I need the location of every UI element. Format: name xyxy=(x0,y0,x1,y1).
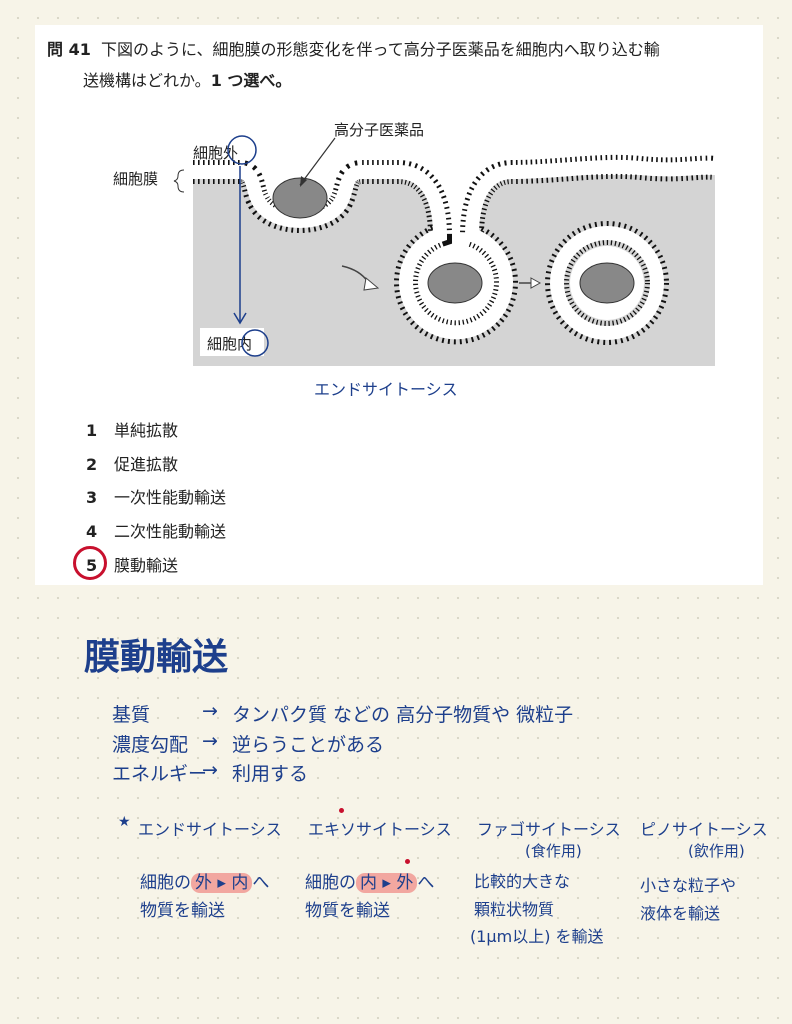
body-text: 細胞の xyxy=(140,873,191,893)
circle-mark xyxy=(227,135,257,165)
highlight: 外 ▸ 内 xyxy=(191,873,253,893)
type-title: ファゴサイトーシス xyxy=(477,820,621,839)
question-text: 下図のように、細胞膜の形態変化を伴って高分子医薬品を細胞内へ取り込む輸 xyxy=(101,40,660,59)
drug-molecule xyxy=(579,262,635,304)
type-body: 顆粒状物質 xyxy=(474,900,555,919)
drug-molecule xyxy=(427,262,483,304)
option-number: 1 xyxy=(86,421,98,440)
type-body: 液体を輸送 xyxy=(640,904,721,923)
type-body: 比較的大きな xyxy=(474,872,571,891)
star-icon: ★ xyxy=(118,814,131,830)
option-number: 4 xyxy=(86,522,98,541)
note-value: タンパク質 などの 高分子物質や 微粒子 xyxy=(232,704,574,726)
type-subtitle: (食作用) xyxy=(525,842,582,860)
emphasis-dot xyxy=(339,808,344,813)
option-number: 3 xyxy=(86,488,98,507)
type-title: エンドサイトーシス xyxy=(138,820,282,839)
option-number: 2 xyxy=(86,455,98,474)
question-instruction: 1 つ選べ。 xyxy=(210,71,292,90)
option-text: 一次性能動輸送 xyxy=(114,488,227,507)
type-body: 細胞の外 ▸ 内へ xyxy=(140,868,269,893)
type-body: 物質を輸送 xyxy=(140,901,225,921)
option-3[interactable]: 3 一次性能動輸送 xyxy=(86,484,226,508)
body-text: へ xyxy=(252,873,270,893)
option-text: 単純拡散 xyxy=(114,421,179,440)
type-subtitle: (飲作用) xyxy=(688,842,745,860)
option-4[interactable]: 4 二次性能動輸送 xyxy=(86,518,226,542)
annotation-endocytosis: エンドサイトーシス xyxy=(314,380,458,399)
option-2[interactable]: 2 促進拡散 xyxy=(86,451,178,475)
note-arrow: → xyxy=(202,730,218,752)
label-outside: 細胞外 xyxy=(193,144,238,162)
option-1[interactable]: 1 単純拡散 xyxy=(86,417,178,441)
label-inside: 細胞内 xyxy=(207,335,252,353)
question-line-1: 問 41 下図のように、細胞膜の形態変化を伴って高分子医薬品を細胞内へ取り込む輸 xyxy=(47,36,660,60)
drug-molecule xyxy=(272,177,328,219)
cell-membrane xyxy=(193,154,717,345)
type-title: エキソサイトーシス xyxy=(308,820,452,839)
note-key: エネルギー xyxy=(112,763,208,785)
endocytosis-diagram: 高分子医薬品 細胞外 細胞膜 細胞内 エンドサイトーシス xyxy=(113,121,717,399)
note-value: 逆らうことがある xyxy=(232,734,385,756)
answer-circle xyxy=(73,546,107,580)
question-text-2: 送機構はどれか。 xyxy=(83,71,211,90)
type-body: (1μm以上) を輸送 xyxy=(470,927,604,946)
label-drug: 高分子医薬品 xyxy=(334,121,424,139)
label-membrane: 細胞膜 xyxy=(113,170,158,188)
note-arrow: → xyxy=(202,759,218,781)
body-text: へ xyxy=(417,873,435,893)
emphasis-dot xyxy=(405,859,410,864)
option-text: 膜動輸送 xyxy=(114,556,179,575)
option-text: 二次性能動輸送 xyxy=(114,522,227,541)
body-text: 細胞の xyxy=(305,873,356,893)
note-key: 濃度勾配 xyxy=(112,734,189,756)
circle-mark xyxy=(241,329,269,357)
highlight: 内 ▸ 外 xyxy=(356,873,418,893)
question-line-2: 送機構はどれか。1 つ選べ。 xyxy=(83,67,291,91)
note-value: 利用する xyxy=(232,763,309,785)
type-body: 物質を輸送 xyxy=(305,901,390,921)
option-text: 促進拡散 xyxy=(114,455,179,474)
type-body: 小さな粒子や xyxy=(640,876,737,895)
pointer-line xyxy=(299,137,336,186)
notes-heading: 膜動輸送 xyxy=(84,637,229,678)
question-number: 問 41 xyxy=(47,40,91,59)
note-arrow: → xyxy=(202,700,218,722)
note-key: 基質 xyxy=(112,704,151,726)
type-title: ピノサイトーシス xyxy=(640,820,768,839)
type-body: 細胞の内 ▸ 外へ xyxy=(305,868,434,893)
